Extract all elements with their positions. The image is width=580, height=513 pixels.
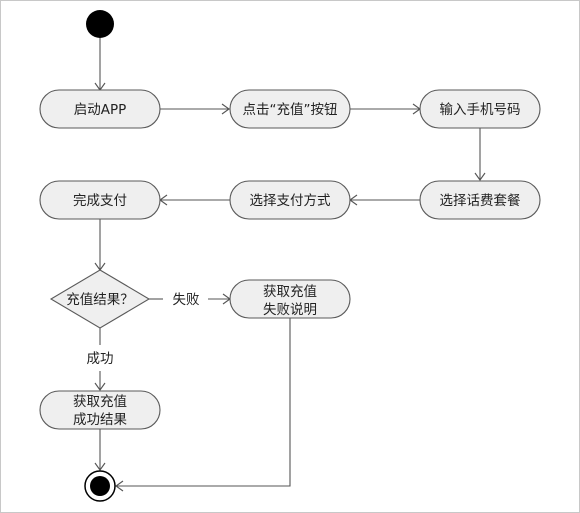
decision-recharge-result-label: 充值结果？ [66,292,134,308]
action-click-recharge-label: 点击“充值”按钮 [243,102,338,118]
arrowhead-fail-to-final [115,480,124,492]
action-get-fail-info-line2: 失败说明 [263,302,317,318]
arrowhead-decision-to-success [94,382,106,391]
action-start-app-label: 启动APP [74,102,127,118]
arrowhead-app-to-click [221,103,230,115]
final-node [84,470,116,502]
arrowhead-success-to-final [94,462,106,471]
action-choose-payment-label: 选择支付方式 [250,193,331,209]
edge-label-fail: 失败 [173,292,200,308]
action-choose-payment: 选择支付方式 [229,180,351,220]
decision-recharge-result: 充值结果？ [49,269,151,329]
arrowhead-phone-to-plan [474,172,486,181]
action-get-success-result-line1: 获取充值 [73,394,127,410]
action-start-app: 启动APP [39,89,161,129]
edge-label-success: 成功 [87,351,114,367]
action-complete-payment-label: 完成支付 [73,193,127,209]
initial-node [86,10,114,38]
edge-fail-to-final [116,318,291,487]
action-get-fail-info-line1: 获取充值 [263,284,317,300]
action-choose-plan-label: 选择话费套餐 [440,193,521,209]
action-get-fail-info: 获取充值 失败说明 [229,279,351,319]
action-enter-phone: 输入手机号码 [419,89,541,129]
action-enter-phone-label: 输入手机号码 [440,102,521,118]
action-choose-plan: 选择话费套餐 [419,180,541,220]
action-get-success-result-line2: 成功结果 [73,412,127,428]
action-complete-payment: 完成支付 [39,180,161,220]
action-get-success-result: 获取充值 成功结果 [39,390,161,430]
action-click-recharge: 点击“充值”按钮 [229,89,351,129]
